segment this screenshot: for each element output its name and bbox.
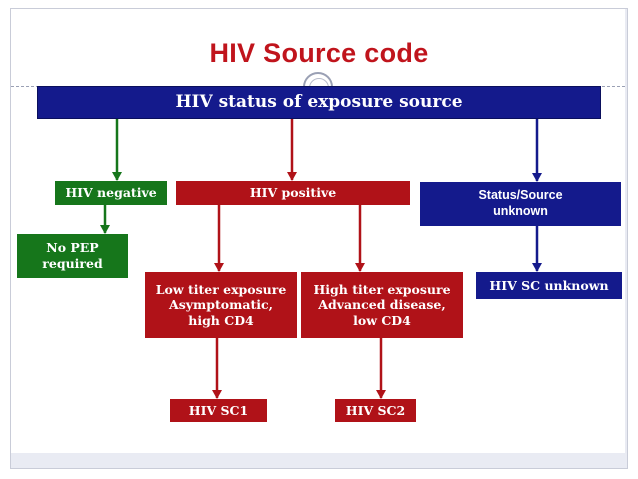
hiv-sc-unknown-box: HIV SC unknown <box>476 272 622 299</box>
page-title: HIV Source code <box>209 38 429 68</box>
hiv-positive-box: HIV positive <box>176 181 410 205</box>
no-pep-box: No PEP required <box>17 234 128 278</box>
hiv-sc1-box: HIV SC1 <box>170 399 267 422</box>
hiv-negative-box: HIV negative <box>55 181 167 205</box>
footer-band <box>11 453 625 465</box>
exposure-source-box: HIV status of exposure source <box>37 86 601 119</box>
hiv-sc2-box: HIV SC2 <box>335 399 416 422</box>
low-titer-box: Low titer exposure Asymptomatic, high CD… <box>145 272 297 338</box>
status-unknown-box: Status/Source unknown <box>420 182 621 226</box>
high-titer-box: High titer exposure Advanced disease, lo… <box>301 272 463 338</box>
